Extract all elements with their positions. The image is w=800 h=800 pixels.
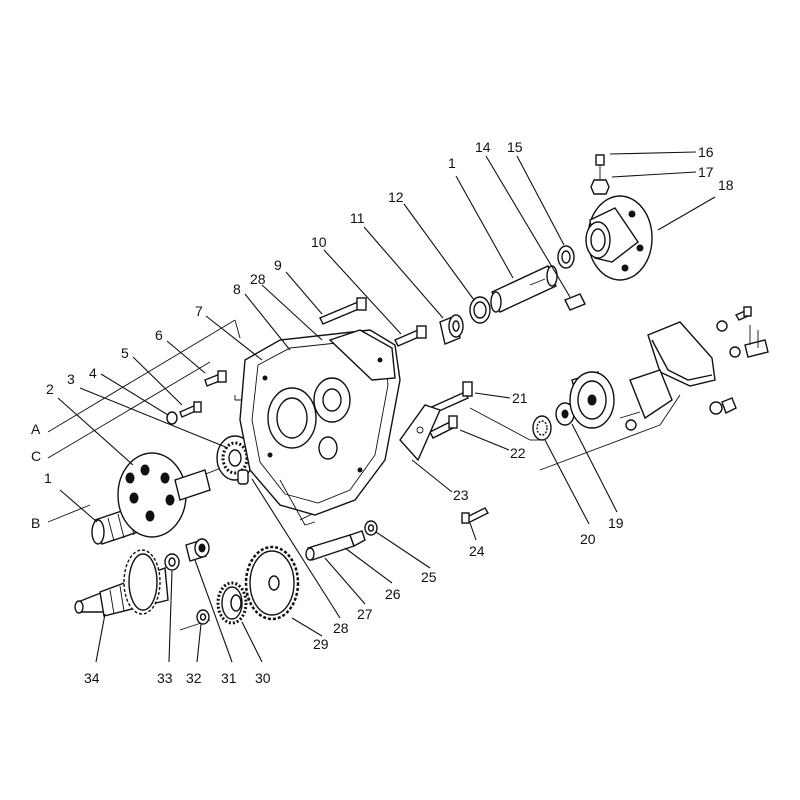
bolt-22-part [429, 415, 458, 439]
key-14-part [564, 293, 586, 311]
drive-shaft-gear-part [74, 549, 169, 617]
ring-15-part [557, 245, 575, 269]
label-part-25: 25 [421, 569, 437, 585]
label-part-22: 22 [510, 445, 526, 461]
part-labels: 1 1 2 3 4 5 6 7 8 9 10 11 12 14 15 16 17… [44, 139, 734, 686]
hardware-right-part [625, 306, 769, 431]
label-part-18: 18 [718, 177, 734, 193]
label-part-29: 29 [313, 636, 329, 652]
bolt-6-part [204, 370, 227, 387]
label-part-20: 20 [580, 531, 596, 547]
bearing-31-part [185, 538, 210, 562]
label-part-15: 15 [507, 139, 523, 155]
needle-bearing-11-part [439, 314, 464, 345]
bolt-9-part [319, 297, 367, 325]
label-part-7: 7 [195, 303, 203, 319]
axis-letter-b: B [31, 515, 40, 531]
bolt-24-part [461, 507, 489, 524]
label-part-16: 16 [698, 144, 714, 160]
label-part-2: 2 [46, 381, 54, 397]
bracket-23-part [399, 404, 441, 462]
shaft-1-part [490, 265, 558, 313]
label-part-8: 8 [233, 281, 241, 297]
label-part-28-lower: 28 [333, 620, 349, 636]
label-part-19: 19 [608, 515, 624, 531]
label-part-34: 34 [84, 670, 100, 686]
label-part-31: 31 [221, 670, 237, 686]
bolt-4-part [166, 411, 178, 425]
belt-guard-part [629, 321, 716, 420]
label-part-1-upper: 1 [448, 155, 456, 171]
label-part-21: 21 [512, 390, 528, 406]
label-part-11: 11 [350, 210, 365, 226]
label-part-6: 6 [155, 327, 163, 343]
label-part-30: 30 [255, 670, 271, 686]
label-part-12: 12 [388, 189, 404, 205]
label-part-10: 10 [311, 234, 327, 250]
hub-18-part [585, 195, 653, 281]
label-part-5: 5 [121, 345, 129, 361]
label-part-33: 33 [157, 670, 173, 686]
nut-17-part [590, 179, 610, 195]
bushing-32-part [196, 609, 210, 625]
label-part-23: 23 [453, 487, 469, 503]
bolt-16-part [595, 154, 605, 180]
bolt-5-part [179, 401, 202, 418]
label-part-4: 4 [89, 365, 97, 381]
washer-33-part [164, 553, 180, 571]
bolt-10-part [394, 325, 427, 347]
label-part-17: 17 [698, 164, 714, 180]
bushing-12-part [469, 296, 491, 324]
hub-flange-part [91, 452, 211, 545]
axis-letter-labels: A C B [31, 421, 41, 531]
label-part-27: 27 [357, 606, 373, 622]
label-part-3: 3 [67, 371, 75, 387]
gear-30-part [216, 581, 248, 625]
label-part-9: 9 [274, 257, 282, 273]
axis-letter-a: A [31, 421, 41, 437]
leader-lines [57, 151, 716, 663]
gear-29-part [244, 545, 300, 621]
label-part-26: 26 [385, 586, 401, 602]
gear-housing-part [239, 329, 401, 526]
pin-shaft-part [305, 530, 366, 561]
label-part-14: 14 [475, 139, 491, 155]
pulley-19-part [555, 371, 615, 429]
dowel-pin-part [237, 469, 249, 485]
label-part-1-lower: 1 [44, 470, 52, 486]
label-part-32: 32 [186, 670, 202, 686]
label-part-24: 24 [469, 543, 485, 559]
bearing-20-part [532, 415, 552, 441]
label-part-28-upper: 28 [250, 271, 266, 287]
washer-25-part [364, 520, 378, 536]
axis-letter-c: C [31, 448, 41, 464]
